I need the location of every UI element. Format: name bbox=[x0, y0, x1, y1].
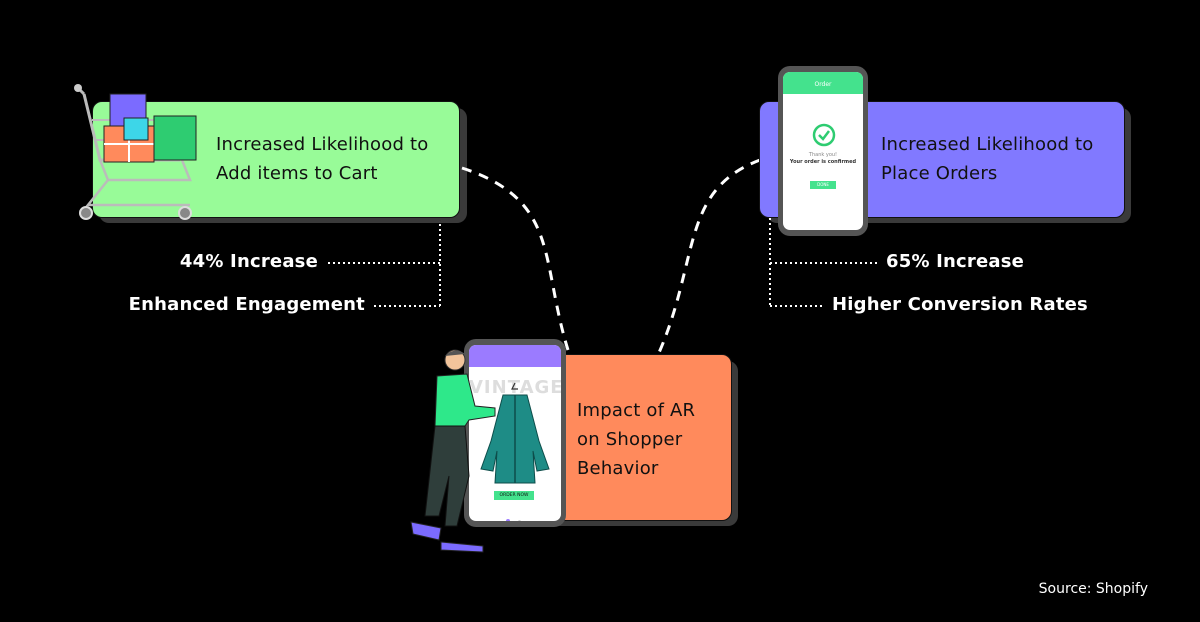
stat-enhanced-engagement: Enhanced Engagement bbox=[128, 294, 365, 315]
card-place-orders-text: Increased Likelihood to Place Orders bbox=[881, 130, 1093, 188]
card-place-orders-line2: Place Orders bbox=[881, 163, 998, 184]
checkmark-icon bbox=[812, 123, 836, 147]
card-ar-impact bbox=[536, 354, 732, 521]
phone-order-confirmed: Order Thank you! Your order is confirmed… bbox=[778, 66, 868, 236]
source-caption: Source: Shopify bbox=[1038, 581, 1148, 597]
card-add-to-cart-text: Increased Likelihood to Add items to Car… bbox=[216, 130, 428, 188]
stat-65-increase: 65% Increase bbox=[886, 251, 1025, 272]
phone-done-button[interactable]: DONE bbox=[810, 181, 836, 189]
card-add-to-cart-line1: Increased Likelihood to bbox=[216, 134, 429, 155]
coat-icon bbox=[480, 382, 550, 484]
card-ar-impact-line3: Behavior bbox=[577, 458, 659, 479]
phone-thanks-text: Thank you! bbox=[808, 152, 838, 158]
phone-order-header: Order bbox=[783, 72, 863, 94]
card-place-orders-line1: Increased Likelihood to bbox=[881, 134, 1094, 155]
card-ar-impact-line1: Impact of AR bbox=[577, 400, 696, 421]
phone-vintage-store: VINTAGE ORDER NOW bbox=[464, 339, 566, 527]
card-ar-impact-text: Impact of AR on Shopper Behavior bbox=[577, 396, 695, 483]
card-ar-impact-line2: on Shopper bbox=[577, 429, 683, 450]
stat-44-increase: 44% Increase bbox=[179, 251, 318, 272]
carousel-dots bbox=[506, 508, 522, 521]
connector-right-to-center bbox=[656, 158, 761, 356]
shopper-person-icon bbox=[410, 349, 496, 553]
card-add-to-cart-line2: Add items to Cart bbox=[216, 163, 378, 184]
shopping-cart-icon bbox=[74, 84, 197, 220]
stat-higher-conversion: Higher Conversion Rates bbox=[832, 294, 1088, 315]
order-now-button[interactable]: ORDER NOW bbox=[494, 491, 534, 500]
connector-left-to-center bbox=[461, 166, 570, 351]
vintage-banner: VINTAGE bbox=[469, 377, 561, 398]
phone-confirmed-text: Your order is confirmed bbox=[789, 159, 857, 165]
